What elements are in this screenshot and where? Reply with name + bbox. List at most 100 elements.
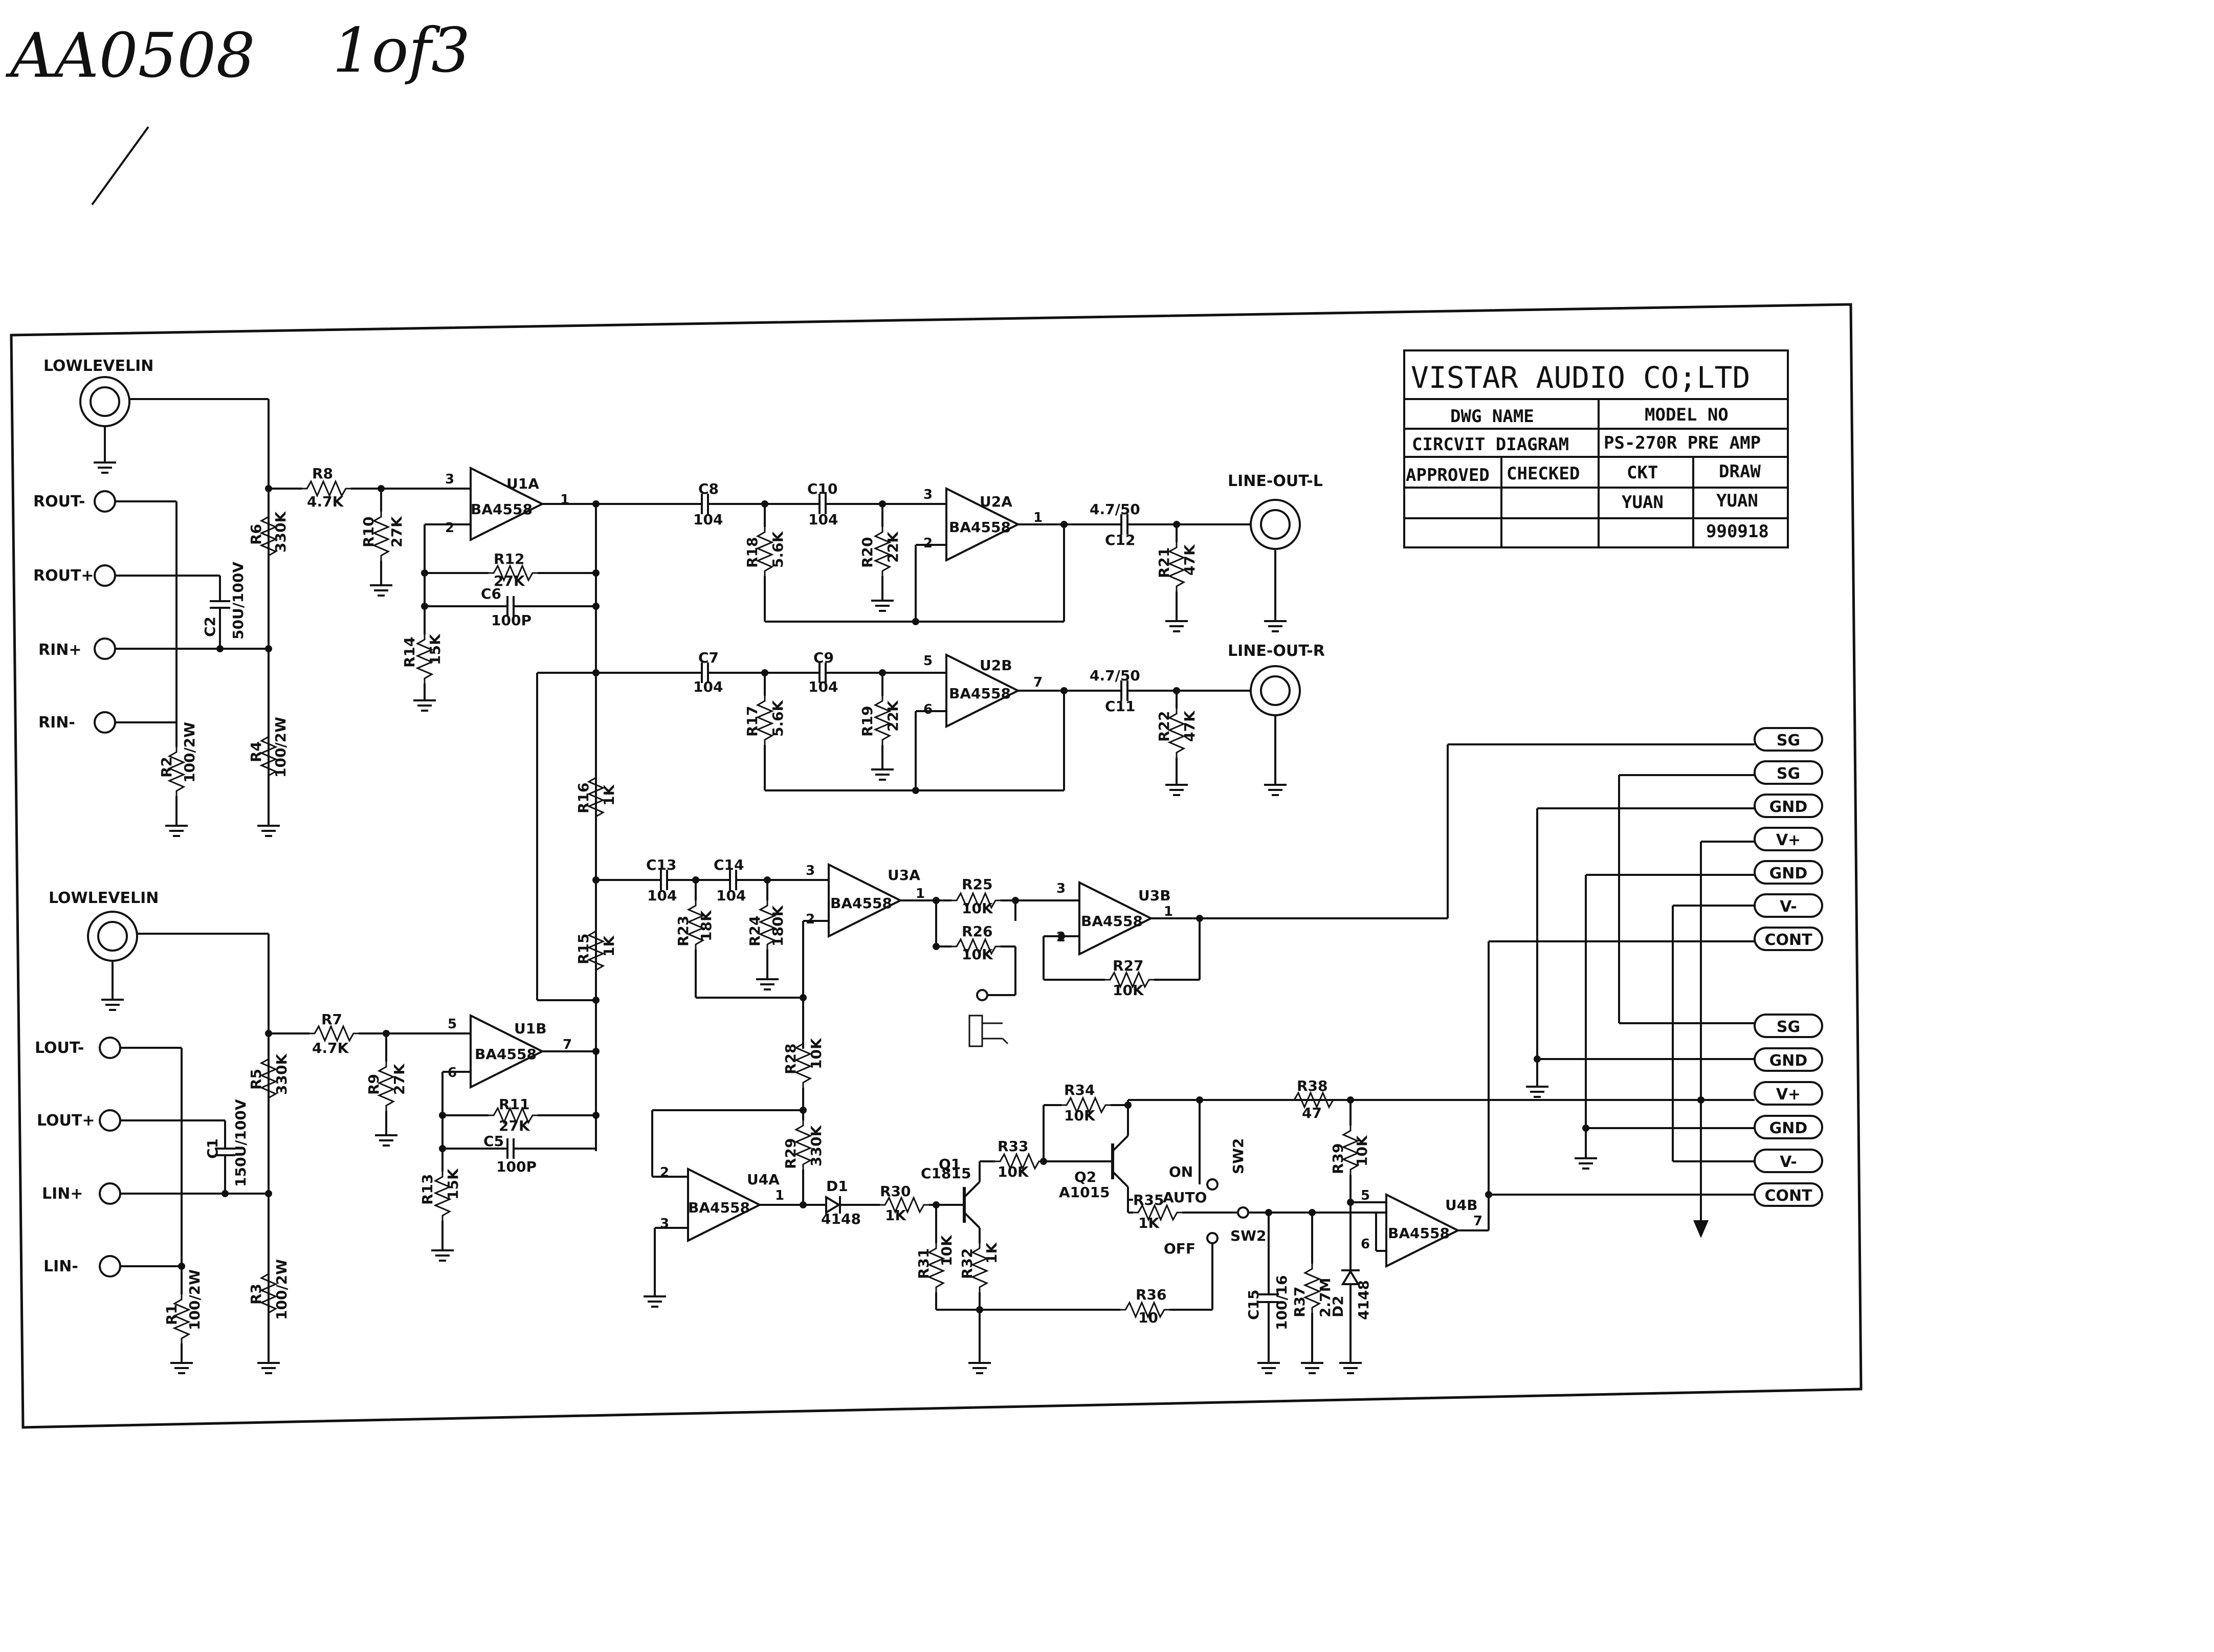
r13-value: 15K: [445, 1168, 461, 1200]
dwg-name-label: DWG NAME: [1450, 406, 1534, 427]
handwritten-page: 1of3: [333, 15, 470, 86]
connector-pin-bottom-3: [1754, 1115, 1823, 1139]
connector-pin-label: V+: [1776, 1086, 1801, 1104]
r35-label: R35: [1133, 1192, 1164, 1208]
u2b-stage: C7 104 C9 104 R17 5.6K R19 22K U2B BA455…: [536, 642, 1325, 1001]
r33-label: R33: [998, 1138, 1029, 1155]
sw2-bottom-label: SW2: [1230, 1227, 1267, 1244]
c1-label: C1: [204, 1138, 221, 1159]
c5-label: C5: [483, 1133, 504, 1150]
r8-label: R8: [312, 465, 333, 482]
c14-value: 104: [716, 887, 746, 904]
svg-text:5: 5: [1361, 1188, 1370, 1203]
r33-value: 10K: [998, 1163, 1029, 1180]
lout-minus-label: LOUT-: [35, 1039, 84, 1057]
c7-label: C7: [698, 649, 719, 666]
r4-label: R4: [248, 741, 264, 762]
svg-text:1: 1: [1164, 904, 1173, 919]
r7-value: 4.7K: [312, 1040, 349, 1056]
u1b-opamp: U1B BA4558 5 6 7 R11 27K C5 100P R13 15K: [419, 1015, 600, 1262]
lin-minus-terminal: [99, 1255, 121, 1277]
r12-label: R12: [494, 550, 525, 567]
c15-value: 100/16: [1273, 1275, 1290, 1330]
date-value: 990918: [1706, 521, 1769, 542]
r23-label: R23: [675, 915, 692, 946]
c1-value: 150U/100V: [232, 1099, 249, 1187]
r16-label: R16: [575, 782, 592, 813]
r17-label: R17: [744, 706, 761, 737]
connector-pin-label: V-: [1780, 898, 1797, 916]
dwg-name-value: CIRCVIT DIAGRAM: [1412, 434, 1569, 455]
r24-value: 180K: [769, 905, 786, 946]
rin-minus-terminal: [94, 711, 116, 734]
line-out-r-jack: [1250, 665, 1301, 716]
svg-text:2: 2: [806, 912, 815, 927]
svg-text:7: 7: [563, 1037, 572, 1052]
svg-text:2: 2: [660, 1165, 669, 1180]
transistor-switch: Q1 C1815 R32 1K R33 10K R34 10K Q2 A1015: [921, 1082, 1345, 1374]
connector-pin-top-2: [1754, 794, 1823, 818]
connector-pin-label: SG: [1777, 765, 1800, 783]
connector-pin-top-1: [1754, 760, 1823, 785]
r31-label: R31: [915, 1248, 932, 1279]
r19-label: R19: [859, 706, 876, 737]
u1a-opamp: U1A BA4558 3 2 1 R12 27K C6 100P R14 15K: [401, 467, 600, 1054]
connector-pin-bottom-5: [1754, 1182, 1823, 1207]
svg-text:7: 7: [1473, 1214, 1482, 1229]
r20-label: R20: [859, 537, 876, 568]
svg-text:7: 7: [1033, 675, 1043, 690]
r25-value: 10K: [962, 900, 993, 917]
svg-text:6: 6: [923, 702, 933, 717]
u1b-part: BA4558: [475, 1046, 537, 1063]
sw-auto-label: AUTO: [1163, 1189, 1207, 1206]
c8-label: C8: [698, 480, 719, 497]
lout-plus-terminal: [99, 1109, 121, 1132]
c9-label: C9: [813, 649, 834, 666]
checked-label: CHECKED: [1507, 464, 1580, 484]
r16-value: 1K: [601, 784, 617, 806]
c5-value: 100P: [496, 1158, 537, 1175]
title-block: VISTAR AUDIO CO;LTD DWG NAME MODEL NO CI…: [1403, 349, 1789, 548]
c15-label: C15: [1245, 1289, 1262, 1320]
approved-label: APPROVED: [1406, 465, 1490, 486]
r31-value: 10K: [938, 1235, 955, 1266]
u4a-label: U4A: [747, 1171, 780, 1188]
rin-plus-terminal: [94, 637, 116, 660]
svg-text:3: 3: [923, 487, 933, 502]
r27-value: 10K: [1113, 982, 1144, 999]
c6-value: 100P: [491, 612, 532, 629]
r39-value: 10K: [1354, 1135, 1370, 1166]
r30-label: R30: [880, 1183, 911, 1200]
connector-pin-top-4: [1754, 860, 1823, 885]
detector-stage: R28 10K R29 330K U4A BA4558 2 3 1 D1 414…: [643, 1038, 964, 1310]
lout-minus-terminal: [99, 1037, 121, 1059]
r18-label: R18: [744, 537, 761, 568]
r26-label: R26: [962, 923, 993, 940]
lout-plus-label: LOUT+: [37, 1112, 95, 1130]
power-connector: [1525, 774, 1755, 1238]
c6-label: C6: [481, 585, 501, 602]
sw2-top-label: SW2: [1230, 1138, 1247, 1174]
right-input-section: LOWLEVELIN ROUT- ROUT+ RIN+ RIN- C2 50U/…: [33, 357, 471, 837]
connector-pin-top-3: [1754, 827, 1823, 851]
u2a-label: U2A: [980, 493, 1012, 510]
r13-label: R13: [419, 1174, 436, 1205]
connector-pin-label: SG: [1777, 732, 1800, 750]
c2-label: C2: [202, 616, 218, 637]
rout-minus-label: ROUT-: [33, 493, 85, 511]
svg-text:3: 3: [445, 472, 454, 487]
r3-value: 100/2W: [273, 1259, 290, 1320]
r3-label: R3: [248, 1284, 264, 1305]
r36-value: 10: [1138, 1309, 1158, 1326]
lin-minus-label: LIN-: [43, 1258, 78, 1275]
connector-pin-label: GND: [1769, 1119, 1808, 1137]
svg-text:2: 2: [923, 536, 933, 551]
r11-value: 27K: [499, 1117, 530, 1134]
svg-text:3: 3: [806, 863, 815, 878]
d1-value: 4148: [821, 1210, 861, 1227]
u3a-label: U3A: [888, 867, 920, 884]
u4b-stage: C15 100/16 R37 2.7M R38 47 R39 10K D2 41…: [1200, 940, 1755, 1374]
r37-value: 2.7M: [1317, 1278, 1334, 1317]
ckt-label: CKT: [1627, 462, 1658, 483]
r38-value: 47: [1302, 1105, 1322, 1121]
